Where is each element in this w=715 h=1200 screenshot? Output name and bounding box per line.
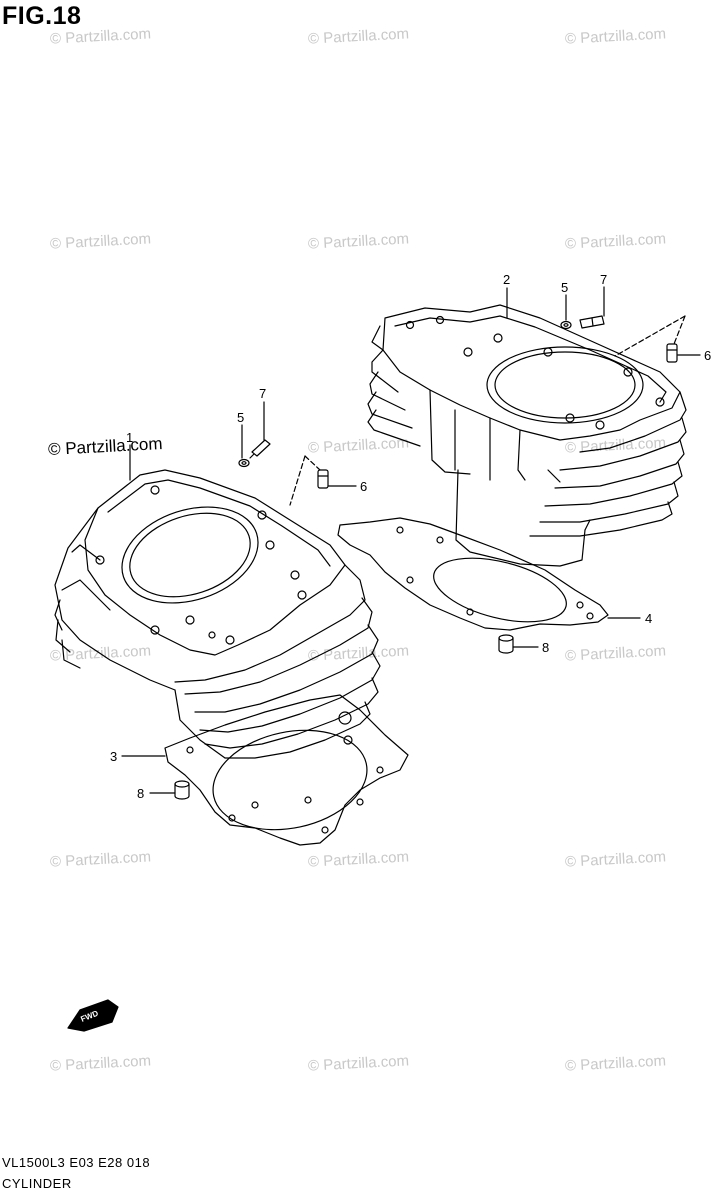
callout-8-rear: 8 [542,640,549,655]
front-bolt [249,439,271,459]
front-washer [238,458,250,468]
callout-3: 3 [110,749,117,764]
callout-2: 2 [503,272,510,287]
callout-7-rear: 7 [600,272,607,287]
front-gasket [164,694,409,846]
front-dowel [174,780,190,800]
model-code: VL1500L3 E03 E28 018 [2,1155,151,1170]
callout-5-rear: 5 [561,280,568,295]
front-cylinder [54,469,381,759]
rear-washer [560,320,572,330]
callout-5-front: 5 [237,410,244,425]
section-name: CYLINDER [2,1176,72,1191]
callout-1: 1 [126,430,133,445]
figure-title: FIG.18 [2,2,82,30]
rear-gasket [337,517,609,631]
rear-bolt [579,315,605,329]
callout-6-front: 6 [360,479,367,494]
fwd-arrow-icon: FWD [67,999,119,1032]
front-fitting [317,469,329,489]
rear-fitting [666,343,678,363]
callout-6-rear: 6 [704,348,711,363]
callout-8-front: 8 [137,786,144,801]
rear-cylinder [367,304,687,567]
callout-7-front: 7 [259,386,266,401]
callout-4: 4 [645,611,652,626]
leader-lines [121,286,701,794]
rear-dowel [498,634,514,654]
